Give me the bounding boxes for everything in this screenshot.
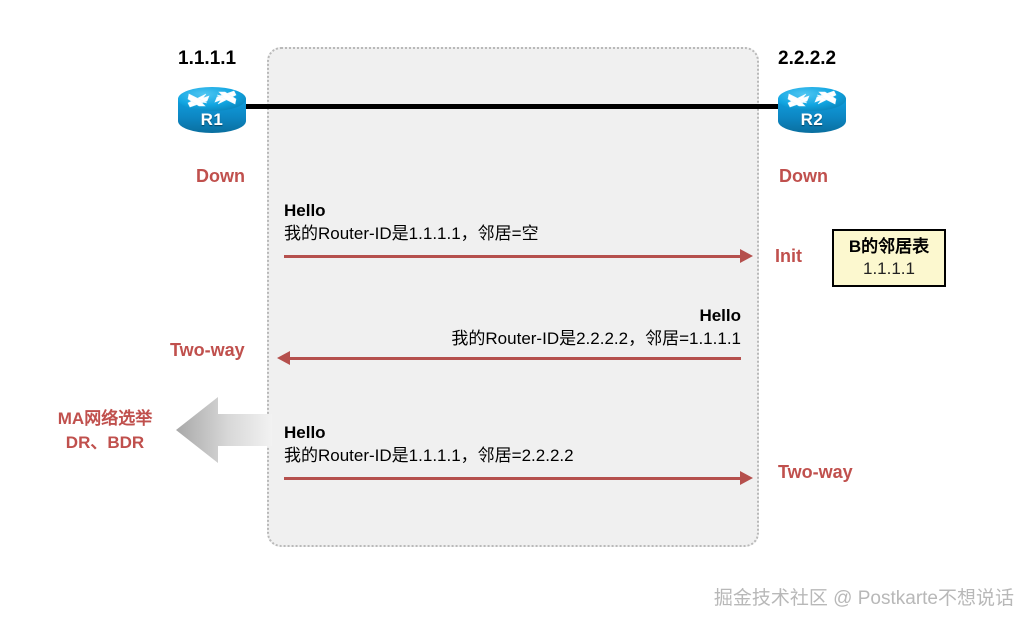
message-3-arrow-head bbox=[740, 471, 753, 485]
message-1-title: Hello bbox=[284, 201, 326, 220]
state-label-right-two-way: Two-way bbox=[778, 462, 853, 482]
message-2: Hello 我的Router-ID是2.2.2.2，邻居=1.1.1.1 bbox=[300, 305, 741, 351]
router-cylinder-icon-r1 bbox=[178, 87, 246, 133]
router-cylinder-icon-r2 bbox=[778, 87, 846, 133]
message-1-arrow-head bbox=[740, 249, 753, 263]
neighbor-table-value: 1.1.1.1 bbox=[863, 259, 915, 278]
state-label-right-init: Init bbox=[775, 246, 802, 266]
message-3-title: Hello bbox=[284, 423, 326, 442]
message-3-detail: 我的Router-ID是1.1.1.1，邻居=2.2.2.2 bbox=[284, 446, 574, 465]
router-ip-label-r1: 1.1.1.1 bbox=[178, 48, 237, 69]
dr-election-note-line1: MA网络选举 bbox=[57, 409, 153, 428]
message-1-detail: 我的Router-ID是1.1.1.1，邻居=空 bbox=[284, 224, 539, 243]
message-3: Hello 我的Router-ID是1.1.1.1，邻居=2.2.2.2 bbox=[284, 422, 574, 468]
message-2-title: Hello bbox=[699, 306, 741, 325]
message-3-arrow-line bbox=[284, 477, 740, 480]
neighbor-table-title: B的邻居表 bbox=[848, 237, 930, 256]
router-icon-r2: R2 bbox=[776, 85, 848, 135]
dr-election-note-line2: DR、BDR bbox=[65, 433, 145, 452]
message-2-detail: 我的Router-ID是2.2.2.2，邻居=1.1.1.1 bbox=[451, 329, 741, 348]
message-1: Hello 我的Router-ID是1.1.1.1，邻居=空 bbox=[284, 200, 539, 246]
ospf-exchange-panel bbox=[267, 47, 759, 547]
dr-election-note: MA网络选举 DR、BDR bbox=[30, 407, 180, 455]
message-2-arrow-line bbox=[290, 357, 741, 360]
router-ip-label-r2: 2.2.2.2 bbox=[778, 48, 837, 69]
watermark-text: 掘金技术社区 @ Postkarte不想说话 bbox=[713, 588, 1014, 609]
ethernet-link-line bbox=[232, 104, 788, 109]
message-2-arrow-head bbox=[277, 351, 290, 365]
message-1-arrow-line bbox=[284, 255, 740, 258]
state-label-left-down: Down bbox=[196, 166, 245, 186]
state-label-right-down: Down bbox=[779, 166, 828, 186]
neighbor-table-note: B的邻居表 1.1.1.1 bbox=[832, 229, 946, 287]
state-label-left-two-way: Two-way bbox=[170, 340, 245, 360]
router-icon-r1: R1 bbox=[176, 85, 248, 135]
dr-election-arrow-icon bbox=[176, 392, 272, 468]
